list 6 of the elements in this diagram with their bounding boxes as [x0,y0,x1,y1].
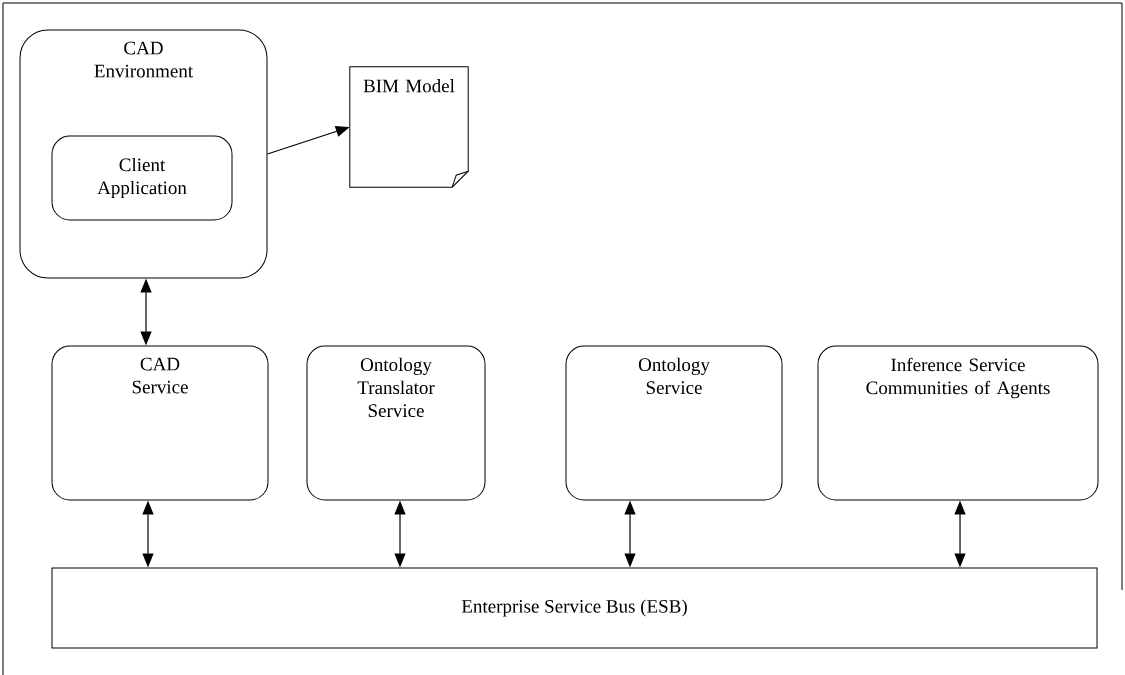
process-box: CAD Service [51,345,269,501]
process-box: Client Application [51,135,233,221]
process-box: Ontology Service [565,345,783,501]
bus-box: Enterprise Service Bus (ESB) [51,567,1098,649]
process-box: Ontology Translator Service [306,345,486,501]
process-box: Inference Service Communities of Agents [817,345,1099,501]
